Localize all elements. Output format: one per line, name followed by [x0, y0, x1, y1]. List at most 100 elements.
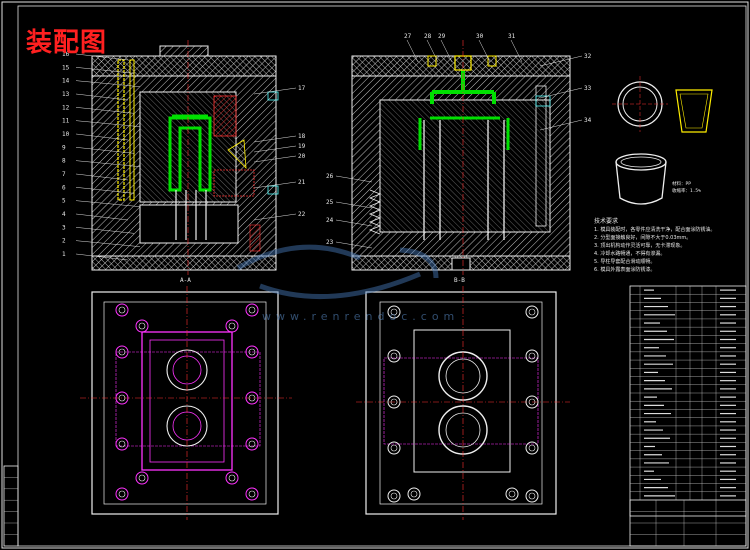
bolt-hole [245, 391, 259, 405]
bolt-hole-inner [248, 306, 256, 314]
bolt-hole [245, 303, 259, 317]
bolt-hole-inner [118, 440, 126, 448]
product-note-1: 材料：PP [672, 180, 691, 187]
callout-label: 30 [476, 33, 484, 40]
product-views [612, 76, 713, 205]
callout-label: 4 [62, 211, 66, 218]
bolt-hole-inner [138, 322, 146, 330]
caption-right: B-B [454, 277, 465, 284]
bolt-hole-inner [528, 352, 536, 360]
bolt-hole-inner [248, 440, 256, 448]
callout-label: 1 [62, 251, 66, 258]
callout-label: 32 [584, 53, 592, 60]
bolt-hole-inner [118, 394, 126, 402]
bolt-hole-inner [118, 306, 126, 314]
callout-label: 22 [298, 211, 306, 218]
callout-label: 2 [62, 238, 66, 245]
product-note-2: 收缩率：1.5% [672, 187, 701, 194]
callout-label: 23 [326, 239, 334, 246]
callout-label: 11 [62, 118, 70, 125]
caption-left: A-A [180, 277, 191, 284]
callout-label: 9 [62, 144, 66, 151]
callout-label: 16 [62, 51, 70, 58]
bolt-hole-inner [528, 492, 536, 500]
callout-label: 24 [326, 217, 334, 224]
callout-label: 14 [62, 78, 70, 85]
bolt-hole-inner [390, 308, 398, 316]
callout-label: 8 [62, 158, 66, 165]
callout-label: 27 [404, 33, 412, 40]
bolt-hole-inner [390, 444, 398, 452]
watermark-text: www.renrendoc.com [262, 310, 460, 323]
bolt-hole [387, 349, 401, 363]
bolt-hole-inner [118, 490, 126, 498]
callout-label: 12 [62, 104, 70, 111]
note-line: 3. 顶出机构动作灵活可靠，无卡滞现象。 [594, 243, 686, 249]
callout-label: 29 [438, 33, 446, 40]
note-line: 4. 冷却水路畅通，不得有渗漏。 [594, 251, 666, 257]
bolt-hole [407, 487, 421, 501]
watermark-logo [236, 244, 439, 300]
note-line: 1. 模具装配时，各零件应清洗干净，配合面涂防锈油。 [594, 227, 716, 233]
callout-label: 25 [326, 199, 334, 206]
section-view-left [91, 40, 279, 275]
bolt-hole-inner [390, 492, 398, 500]
callout-label: 28 [424, 33, 432, 40]
bolt-hole [115, 303, 129, 317]
inner-border [17, 5, 747, 547]
callout-label: 15 [62, 64, 70, 71]
callout-label: 13 [62, 91, 70, 98]
bolt-hole [387, 489, 401, 503]
bolt-hole-inner [248, 394, 256, 402]
callout-label: 10 [62, 131, 70, 138]
bolt-hole-inner [390, 398, 398, 406]
bolt-hole [505, 487, 519, 501]
bolt-hole-inner [528, 308, 536, 316]
bolt-hole-inner [138, 474, 146, 482]
revision-strip [3, 465, 19, 547]
bolt-hole [525, 395, 539, 409]
bolt-hole [245, 437, 259, 451]
plan-view-fixed-half [356, 286, 570, 520]
bolt-hole [387, 305, 401, 319]
callout-label: 34 [584, 117, 592, 124]
bolt-hole-inner [390, 352, 398, 360]
callout-label: 5 [62, 198, 66, 205]
bolt-hole [115, 437, 129, 451]
bolt-hole [225, 319, 239, 333]
note-line: 6. 模具外露表面涂防锈漆。 [594, 267, 656, 273]
callout-label: 19 [298, 143, 306, 150]
bolt-hole [525, 441, 539, 455]
title-block [629, 499, 747, 547]
bolt-hole [245, 345, 259, 359]
bolt-hole-inner [118, 348, 126, 356]
bolt-hole [525, 489, 539, 503]
bolt-hole-inner [528, 398, 536, 406]
bolt-hole-inner [228, 322, 236, 330]
technical-requirements: 技术要求 1. 模具装配时，各零件应清洗干净，配合面涂防锈油。 2. 分型面接触… [594, 218, 744, 274]
bolt-hole [135, 319, 149, 333]
bolt-hole-inner [410, 490, 418, 498]
callout-label: 3 [62, 224, 66, 231]
bolt-hole-inner [248, 490, 256, 498]
callout-label: 21 [298, 179, 306, 186]
bolt-hole-inner [248, 348, 256, 356]
callout-label: 6 [62, 184, 66, 191]
callout-label: 7 [62, 171, 66, 178]
note-line: 5. 导柱导套配合滑动顺畅。 [594, 259, 656, 265]
bolt-hole-inner [528, 444, 536, 452]
bolt-hole-inner [228, 474, 236, 482]
bolt-hole [387, 395, 401, 409]
drawing-title: 装配图 [26, 28, 108, 58]
parts-list-table [629, 285, 747, 517]
notes-heading: 技术要求 [594, 218, 619, 225]
plan-right-bolt-holes [387, 305, 539, 503]
callout-label: 20 [298, 153, 306, 160]
bolt-hole [387, 441, 401, 455]
callout-label: 33 [584, 85, 592, 92]
